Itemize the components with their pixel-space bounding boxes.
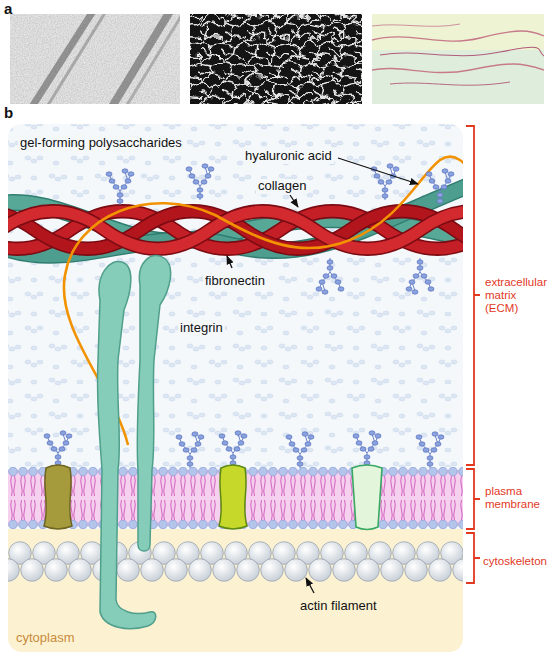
region-label: cytoplasm [14,631,77,646]
gel-texture [8,124,463,467]
membrane-protein [352,465,382,530]
micrograph-stained [372,14,544,104]
label-slot: a [2,0,14,18]
micrograph-sem [10,14,180,104]
integrin-receptor [97,256,170,629]
label-slot: cytoplasm [14,628,77,646]
component-label: integrin [178,321,225,336]
label-slot: gel-forming polysaccharides [18,133,184,151]
membrane-protein [219,465,247,529]
panel-ground [8,124,463,652]
component-label: collagen [256,179,308,194]
label-slot: integrin [178,318,225,336]
region-brackets [466,126,480,583]
label-slot: hyaluronic acid [243,146,334,164]
leader-lines [227,158,418,593]
label-slot: cytoskeleton [481,551,549,569]
component-label: fibronectin [203,274,267,289]
actin-filament [8,541,463,583]
panel-letter: b [2,104,15,121]
component-label: gel-forming polysaccharides [18,136,184,151]
label-slot: plasma membrane [483,485,549,512]
component-label: actin filament [298,599,379,614]
region-label: cytoskeleton [481,555,549,568]
label-slot: fibronectin [203,271,267,289]
region-label: plasma membrane [483,485,549,511]
membrane-protein [44,465,72,529]
cytoplasm-ground [8,529,463,652]
micrograph-mesh [190,14,362,104]
component-label: hyaluronic acid [243,149,334,164]
collagen-fibre [8,211,463,249]
label-slot: collagen [256,176,308,194]
region-label: extracellular matrix (ECM) [483,276,549,316]
label-slot: b [2,104,15,122]
panel-letter: a [2,0,14,17]
label-slot: actin filament [298,596,379,614]
label-slot: extracellular matrix (ECM) [483,276,549,316]
